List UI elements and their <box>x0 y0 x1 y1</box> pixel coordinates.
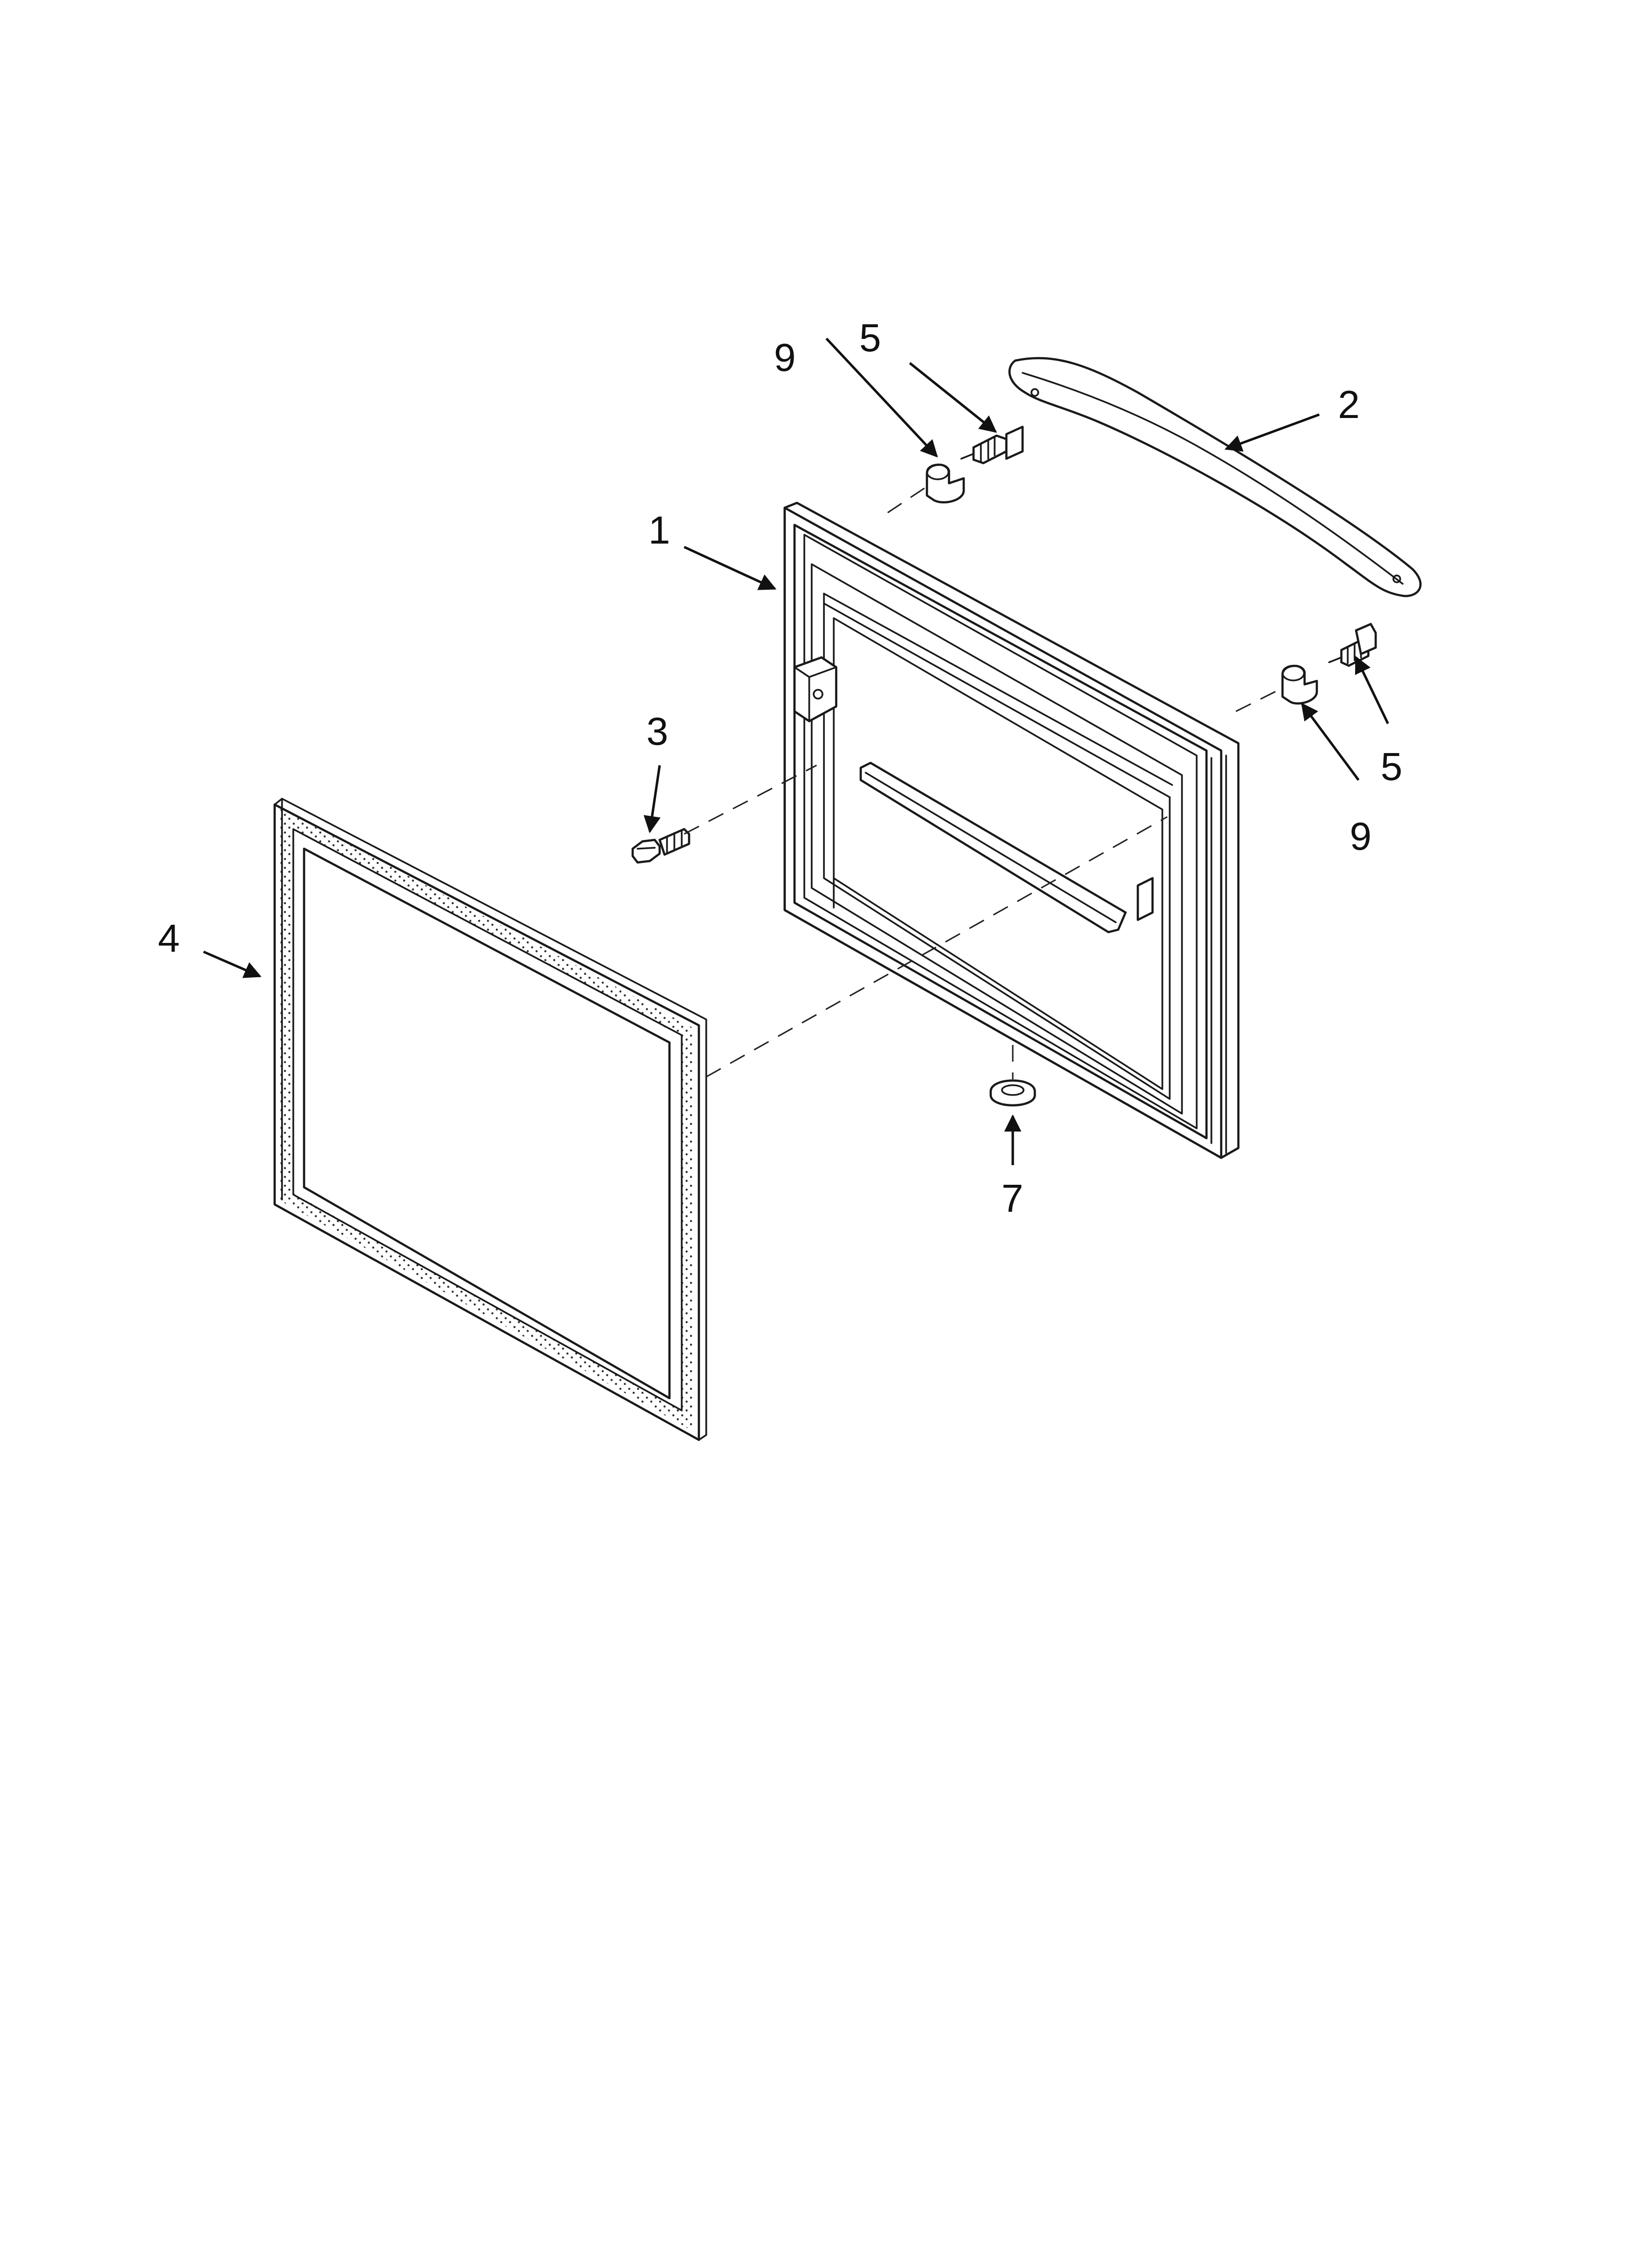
callout-1: 1 <box>648 508 670 552</box>
callout-labels: 9 5 2 1 3 4 5 9 7 <box>158 316 1403 1220</box>
callout-9-top: 9 <box>774 336 796 379</box>
alignment-lines <box>684 487 1281 1079</box>
callout-9-right: 9 <box>1350 814 1372 858</box>
door-handle <box>1008 357 1422 598</box>
bushing-top <box>925 464 965 504</box>
callout-5-right: 5 <box>1381 745 1403 788</box>
hinge-screw <box>631 828 691 864</box>
leader-arrows <box>203 338 1389 1165</box>
callout-7: 7 <box>1001 1176 1024 1220</box>
bushing-right <box>1281 665 1318 705</box>
callout-3: 3 <box>646 709 668 753</box>
handle-screw-top <box>960 425 1024 465</box>
handle-screw-right <box>1328 623 1377 667</box>
callout-5-top: 5 <box>859 316 881 360</box>
door-gasket <box>273 798 707 1441</box>
callout-2: 2 <box>1338 383 1360 426</box>
door-stop-washer <box>989 1079 1036 1107</box>
freezer-door <box>783 501 1240 1159</box>
callout-4: 4 <box>158 916 180 960</box>
